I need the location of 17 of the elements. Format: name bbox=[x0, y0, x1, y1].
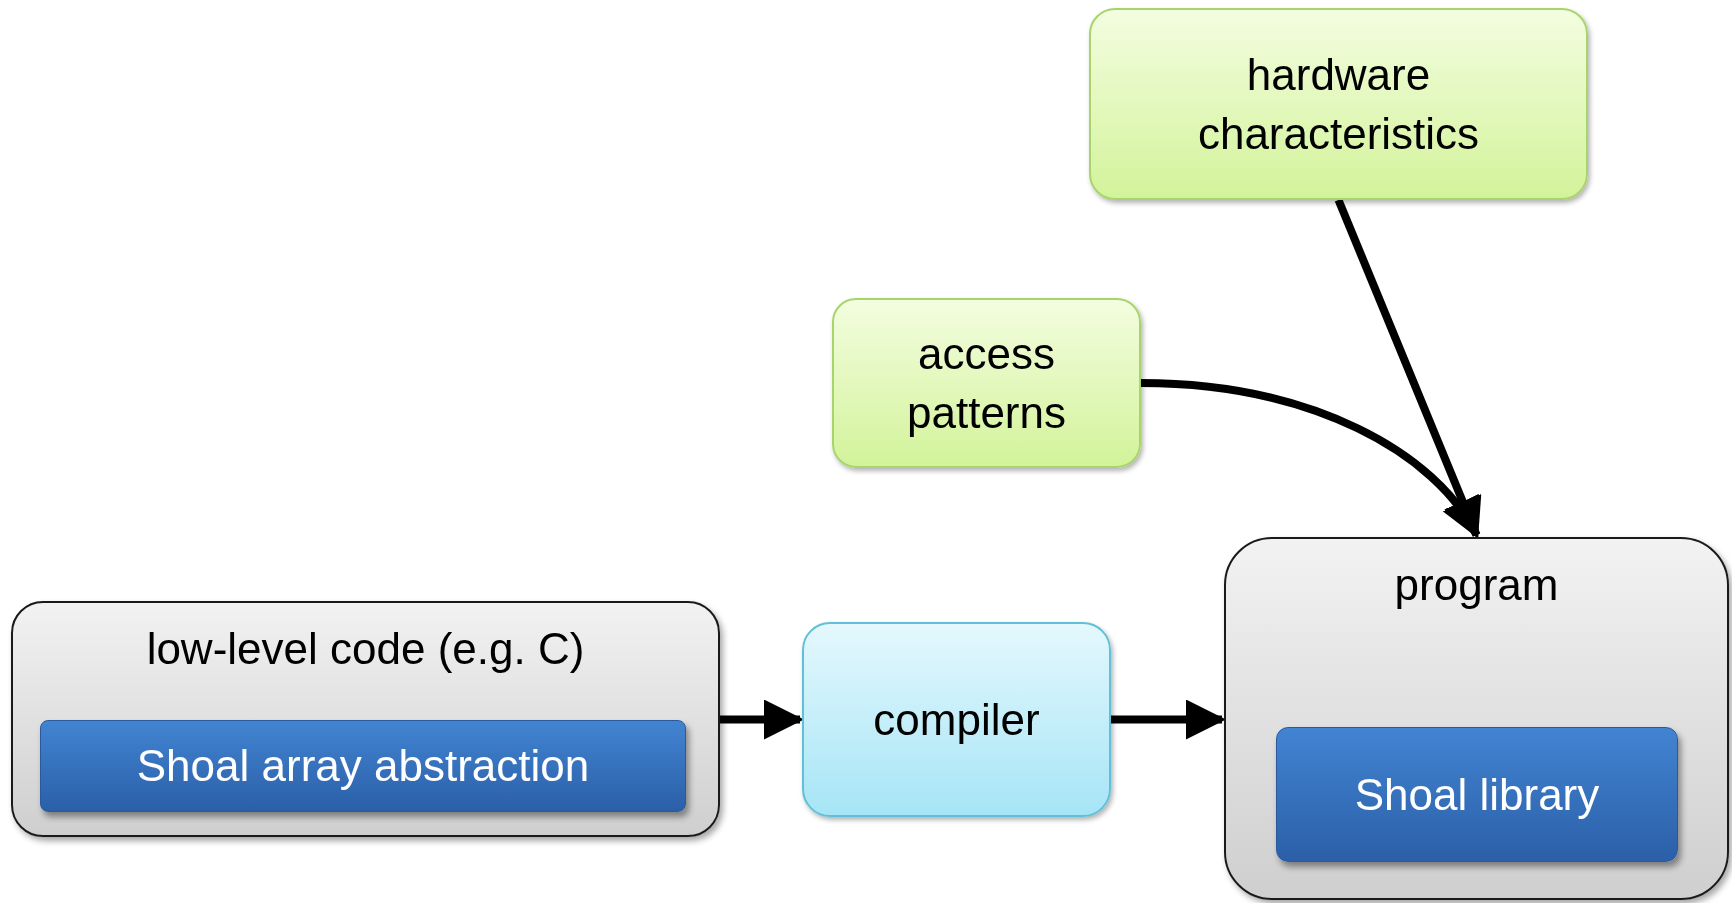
process-box bbox=[1224, 537, 1729, 900]
arrow bbox=[720, 699, 804, 740]
node-label: Shoal array abstraction bbox=[135, 740, 591, 793]
process-box bbox=[1089, 8, 1588, 200]
node-label: low-level code (e.g. C) bbox=[145, 623, 586, 675]
arrow bbox=[1111, 699, 1226, 740]
process-box bbox=[11, 601, 720, 837]
component-box bbox=[40, 720, 686, 812]
component-box bbox=[1276, 727, 1678, 862]
node-label: Shoal library bbox=[1353, 768, 1601, 821]
node-label: access patterns bbox=[906, 327, 1067, 439]
node-label: compiler bbox=[872, 693, 1041, 746]
process-box bbox=[802, 622, 1111, 817]
node-label: program bbox=[1393, 559, 1560, 611]
arrow bbox=[1334, 198, 1482, 539]
node-label: hardware characteristics bbox=[1196, 48, 1481, 160]
process-box bbox=[832, 298, 1141, 468]
